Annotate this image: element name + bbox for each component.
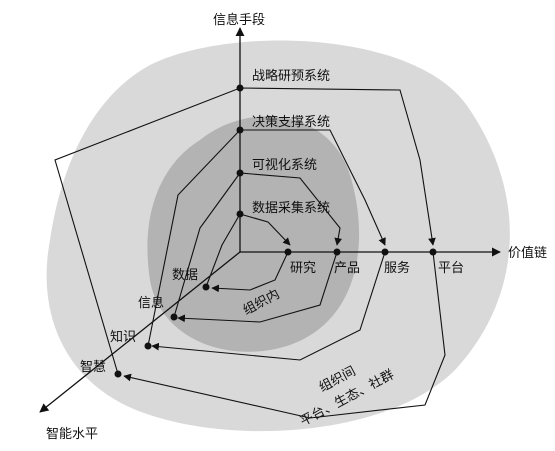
return-loop-outer: [123, 251, 446, 419]
horizontal-level-1-label: 研究: [290, 261, 316, 276]
vertical-axis-title: 信息手段: [213, 12, 265, 28]
vertical-level-1-label: 数据采集系统: [252, 200, 330, 216]
return-loop-2: [151, 251, 386, 361]
vertical-level-3-label: 决策支撑系统: [252, 114, 330, 130]
vertical-level-4-label: 战略研预系统: [252, 68, 330, 84]
diagonal-level-1-label: 数据: [172, 268, 198, 283]
vertical-level-2-label: 可视化系统: [252, 158, 317, 173]
inner-zone-blob: [147, 116, 360, 352]
return-loop-4: [211, 251, 289, 293]
horizontal-level-2-label: 产品: [334, 261, 360, 276]
horizontal-axis-title: 价值链: [508, 245, 547, 261]
diagonal-level-1-dot: [202, 283, 210, 291]
diagonal-level-4-dot: [114, 370, 122, 378]
vertical-level-3-dot: [236, 126, 244, 134]
diagonal-level-3-label: 知识: [110, 329, 136, 345]
vertical-level-2-dot: [236, 169, 244, 177]
horizontal-level-1-dot: [284, 248, 292, 256]
horizontal-level-4-label: 平台: [438, 261, 464, 276]
diagonal-level-4-label: 智慧: [80, 359, 106, 375]
horizontal-level-2-dot: [333, 248, 341, 256]
horizontal-level-4-dot: [429, 248, 437, 256]
spiral-loop-4: [54, 87, 436, 375]
diagonal-level-3-dot: [144, 342, 152, 350]
spiral-loop-3: [147, 129, 386, 347]
diagonal-axis-title: 智能水平: [46, 427, 98, 442]
vertical-level-1-dot: [236, 210, 244, 218]
return-loop-3: [177, 251, 338, 323]
diagonal-level-2-label: 信息: [138, 295, 164, 311]
horizontal-level-3-dot: [381, 248, 389, 256]
diagonal-axis: [39, 251, 241, 413]
horizontal-level-3-label: 服务: [384, 260, 410, 276]
vertical-level-4-dot: [236, 84, 244, 92]
diagonal-level-2-dot: [170, 313, 178, 321]
spiral-loop-2: [173, 172, 342, 318]
